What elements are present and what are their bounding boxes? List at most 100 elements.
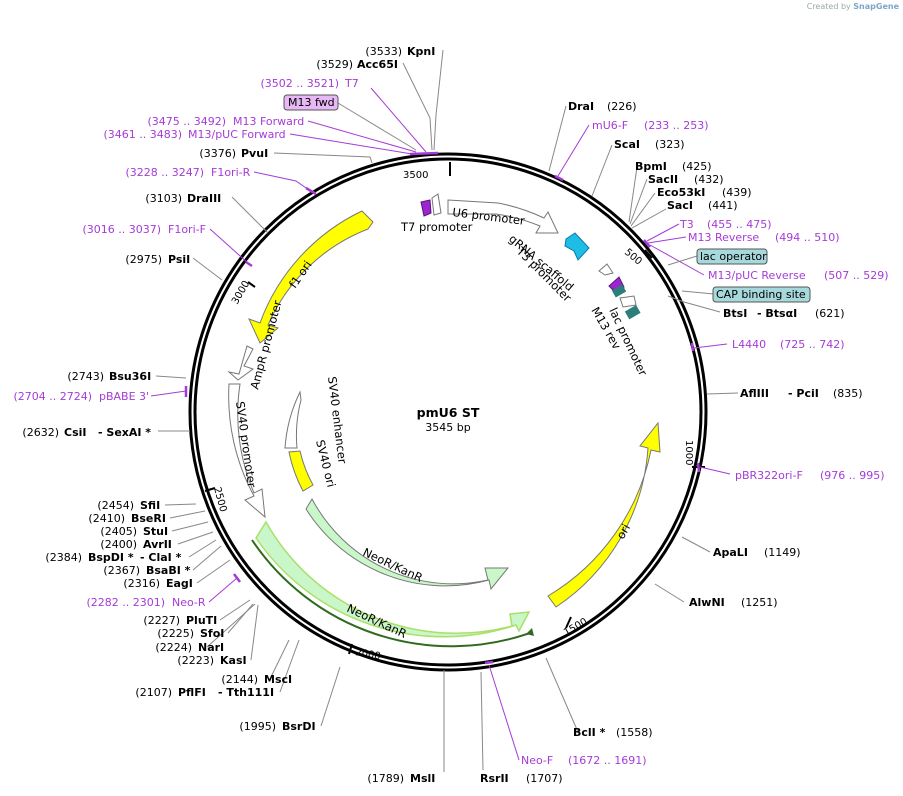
enzyme-bseri-name: BseRI [131,512,166,525]
primer-m13fwd-range: (3475 .. 3492) [147,115,226,128]
enzyme-msli-name: MslI [410,772,435,785]
primer-f1orir-range: (3228 .. 3247) [125,166,204,179]
enzyme-bsu36i-pos: (2743) [67,370,104,383]
enzyme-pluti-name: PluTI [186,614,217,627]
cap-binding-block [624,305,641,320]
enzyme-pvui-pos: (3376) [199,147,236,160]
enzyme-pflfi-name: PflFI [178,686,206,699]
credit-prefix: Created by [806,2,851,11]
label-ori: ori [613,522,633,542]
enzyme-bpmi-pos: (425) [682,160,712,173]
enzyme-btsi-pos: (621) [815,307,845,320]
enzyme-csii-name: CsiI [64,426,86,439]
credit-brand: SnapGene [853,2,899,11]
primer-m13fwd-name: M13 Forward [233,115,304,128]
enzyme-bcli-name: BclI * [573,726,606,739]
primer-t7-name: T7 [344,77,359,90]
tick-3000: 3000 [230,279,252,307]
primer-pbabe-name: pBABE 3' [99,390,149,403]
enzyme-pluti-pos: (2227) [143,614,180,627]
primer-f1orir-name: F1ori-R [211,166,251,179]
enzyme-bspdi-extra: - ClaI * [140,551,182,564]
primer-neof-name: Neo-F [521,754,553,767]
enzyme-msci-pos: (2144) [221,673,258,686]
enzyme-alwni-name: AlwNI [689,596,725,609]
box-leaders [337,102,715,295]
lac-operator-box [696,248,768,265]
m13-fwd-arrow [420,199,432,217]
primer-neof-range: (1672 .. 1691) [568,754,647,767]
enzyme-eco53ki-pos: (439) [722,186,752,199]
enzyme-msci-name: MscI [264,673,292,686]
m13-fwd-box-label: M13 fwd [288,96,335,109]
label-t7-promoter: T7 promoter [400,220,473,234]
enzyme-afliii-extra: - PciI [788,387,819,400]
tick-3500: 3500 [403,170,428,181]
f1-ori-arrow [248,210,374,344]
neo-arrow-1 [305,497,510,591]
neo-orf-arrowhead [526,628,534,636]
plasmid-name: pmU6 ST [417,405,480,420]
enzyme-bsabi-pos: (2367) [103,564,140,577]
enzyme-acc65i-pos: (3529) [316,58,353,71]
enzyme-draiii-name: DraIII [187,192,221,205]
t3-promoter-arrow [598,263,614,276]
enzyme-sacii-pos: (432) [694,173,724,186]
enzyme-pvui-name: PvuI [241,147,268,160]
enzyme-acc65i-name: Acc65I [357,58,398,71]
enzyme-psii-name: PsiI [168,253,190,266]
t7-promoter-arrow [431,193,442,216]
sv40-enhancer-arrow [284,390,302,449]
enzyme-rsrii-pos: (1707) [526,772,563,785]
enzyme-labels-right: RsrII (1707) BclI * (1558) AlwNI (1251) … [480,100,863,785]
primer-t3-range: (455 .. 475) [707,218,772,231]
cap-binding-box-label: CAP binding site [716,288,806,301]
enzyme-sacii-name: SacII [648,173,678,186]
enzyme-eagi-name: EagI [166,577,193,590]
ori-arrow [547,421,661,608]
enzyme-kasi-pos: (2223) [177,654,214,667]
primer-neor-name: Neo-R [172,596,206,609]
enzyme-leaders [155,49,739,772]
primer-m13pucfwd-range: (3461 .. 3483) [103,128,182,141]
enzyme-sfoi-name: SfoI [200,627,224,640]
enzyme-kasi-name: KasI [220,654,247,667]
enzyme-eco53ki-name: Eco53kI [657,186,705,199]
enzyme-apali-name: ApaLI [713,546,748,559]
enzyme-scai-pos: (323) [655,138,685,151]
tick-2000: 2000 [354,647,381,662]
primer-m13rev-range: (494 .. 510) [775,231,840,244]
enzyme-bsrdi-name: BsrDI [282,720,316,733]
enzyme-saci-name: SacI [667,199,693,212]
enzyme-eagi-pos: (2316) [123,577,160,590]
enzyme-kpni-pos: (3533) [365,45,402,58]
enzyme-nari-pos: (2224) [155,641,192,654]
primer-m13rev-name: M13 Reverse [688,231,759,244]
enzyme-csii-extra: - SexAI * [98,426,151,439]
primer-m13pucrev-range: (507 .. 529) [824,269,889,282]
primer-t7-range: (3502 .. 3521) [260,77,339,90]
primer-leaders [150,87,731,761]
primer-m13pucfwd-name: M13/pUC Forward [188,128,286,141]
plasmid-size: 3545 bp [425,421,470,434]
enzyme-bpmi-name: BpmI [635,160,667,173]
enzyme-sfoi-pos: (2225) [157,627,194,640]
enzyme-saci-pos: (441) [708,199,738,212]
snapgene-credit: Created by SnapGene [807,2,899,11]
primer-pbabe-range: (2704 .. 2724) [13,390,92,403]
enzyme-psii-pos: (2975) [125,253,162,266]
enzyme-avrii-name: AvrII [143,538,172,551]
enzyme-sfii-pos: (2454) [97,499,134,512]
cap-binding-box [712,286,811,303]
backbone-inner [193,157,703,667]
lac-operator-box-label: lac operator [700,250,767,263]
enzyme-afliii-name: AflIII [740,387,769,400]
sv40-ori-arrow [288,450,314,492]
enzyme-btsi-name: BtsI [723,307,747,320]
primer-l4440-name: L4440 [732,338,766,351]
lac-operator-block [611,284,627,298]
enzyme-bseri-pos: (2410) [88,512,125,525]
primer-mu6f-range: (233 .. 253) [644,119,709,132]
enzyme-msli-pos: (1789) [367,772,404,785]
